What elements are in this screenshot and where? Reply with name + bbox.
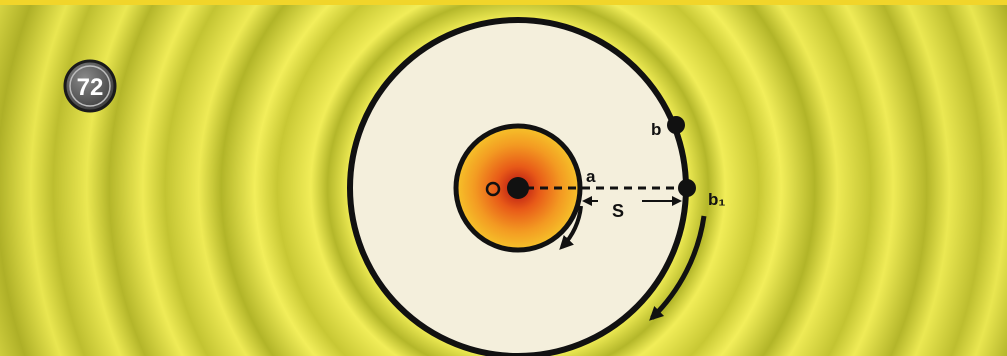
label-b: b (651, 120, 661, 139)
figure-number-badge: 72 (65, 61, 115, 111)
center-dot (507, 177, 529, 199)
top-rule (0, 0, 1007, 5)
label-a: a (586, 167, 596, 186)
point-b1 (678, 179, 696, 197)
label-s: S (612, 201, 624, 221)
figure-number: 72 (77, 74, 104, 101)
point-b (667, 116, 685, 134)
label-b1: b₁ (708, 190, 725, 209)
